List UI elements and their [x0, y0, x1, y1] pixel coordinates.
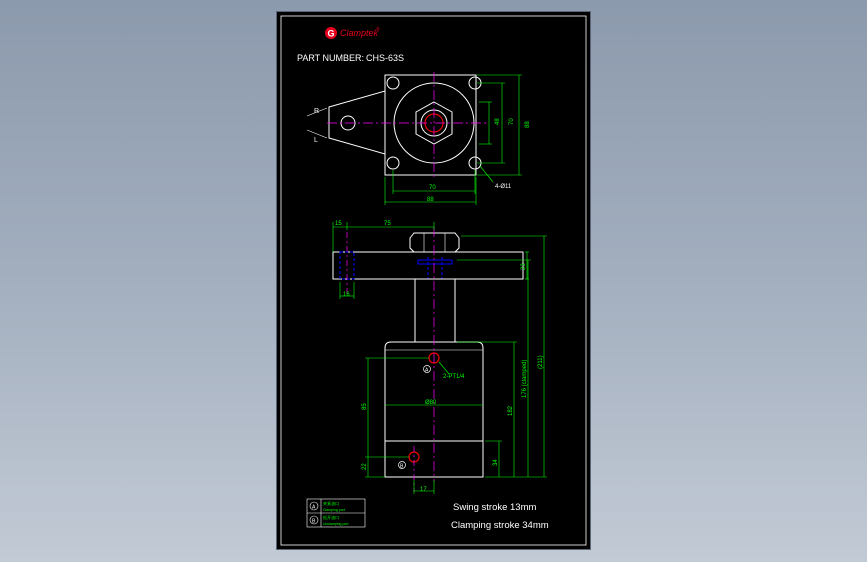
- dim-211: (211): [538, 355, 544, 369]
- technical-drawing: G Clamptek ® PART NUMBER: CHS-63S R L: [280, 15, 587, 546]
- dim-85: 85: [362, 403, 368, 410]
- top-view: R L 48 70 88: [306, 72, 531, 205]
- dim-23: 23: [521, 263, 527, 270]
- brand-icon: [325, 27, 337, 39]
- dim-bore: Ø80: [425, 400, 437, 406]
- mount-hole: [386, 156, 400, 170]
- part-number-value: CHS-63S: [366, 53, 404, 63]
- dim-holes: 4-Ø11: [495, 184, 512, 190]
- svg-text:G: G: [328, 29, 335, 39]
- dim-75: 75: [384, 221, 391, 227]
- dim-88-h: 88: [427, 197, 434, 203]
- dim-port: 2-PT1/4: [443, 374, 465, 380]
- brand-logo: G Clamptek ®: [325, 26, 380, 39]
- drawing-sheet: G Clamptek ® PART NUMBER: CHS-63S R L: [277, 12, 590, 549]
- clamping-stroke-note: Clamping stroke 34mm: [451, 520, 549, 531]
- legend-cn-b: 松开油口: [323, 514, 339, 520]
- dim-70-h: 70: [429, 185, 436, 191]
- side-label-l: L: [314, 137, 318, 144]
- legend-symbol-b: B: [312, 519, 316, 525]
- brand-name: Clamptek: [340, 28, 379, 38]
- mount-hole: [386, 76, 400, 90]
- legend-en-b: Unclamping port: [323, 522, 349, 526]
- side-view: A B: [332, 221, 547, 494]
- dim-48: 48: [495, 118, 501, 125]
- brand-mark: ®: [376, 26, 380, 33]
- part-number-label: PART NUMBER:: [297, 53, 364, 63]
- dim-182: 182: [508, 405, 514, 416]
- port-marker-a: A: [425, 368, 429, 374]
- sheet-border: [280, 15, 587, 546]
- cylinder-base: [384, 440, 484, 478]
- legend: A 夹紧油口 Clamping port B 松开油口 Unclamping p…: [306, 498, 366, 528]
- dim-176: 176 (clamped): [522, 360, 528, 398]
- dim-22: 22: [362, 463, 368, 470]
- dim-70-v: 70: [509, 118, 515, 125]
- side-hex-nut: [409, 232, 460, 253]
- dim-15: 15: [335, 221, 342, 227]
- flange-plate: [384, 74, 477, 176]
- swing-stroke-note: Swing stroke 13mm: [453, 502, 537, 513]
- piston-rod: [414, 278, 456, 343]
- port-marker-b: B: [400, 464, 404, 470]
- lever-arm: [328, 90, 386, 155]
- dim-17: 17: [420, 487, 427, 493]
- dim-88-v: 88: [525, 121, 531, 128]
- legend-symbol-a: A: [312, 505, 316, 511]
- side-label-r: R: [314, 108, 319, 115]
- legend-cn-a: 夹紧油口: [323, 500, 339, 506]
- dim-34: 34: [493, 459, 499, 466]
- legend-en-a: Clamping port: [323, 508, 345, 512]
- dim-16: 16: [343, 292, 350, 298]
